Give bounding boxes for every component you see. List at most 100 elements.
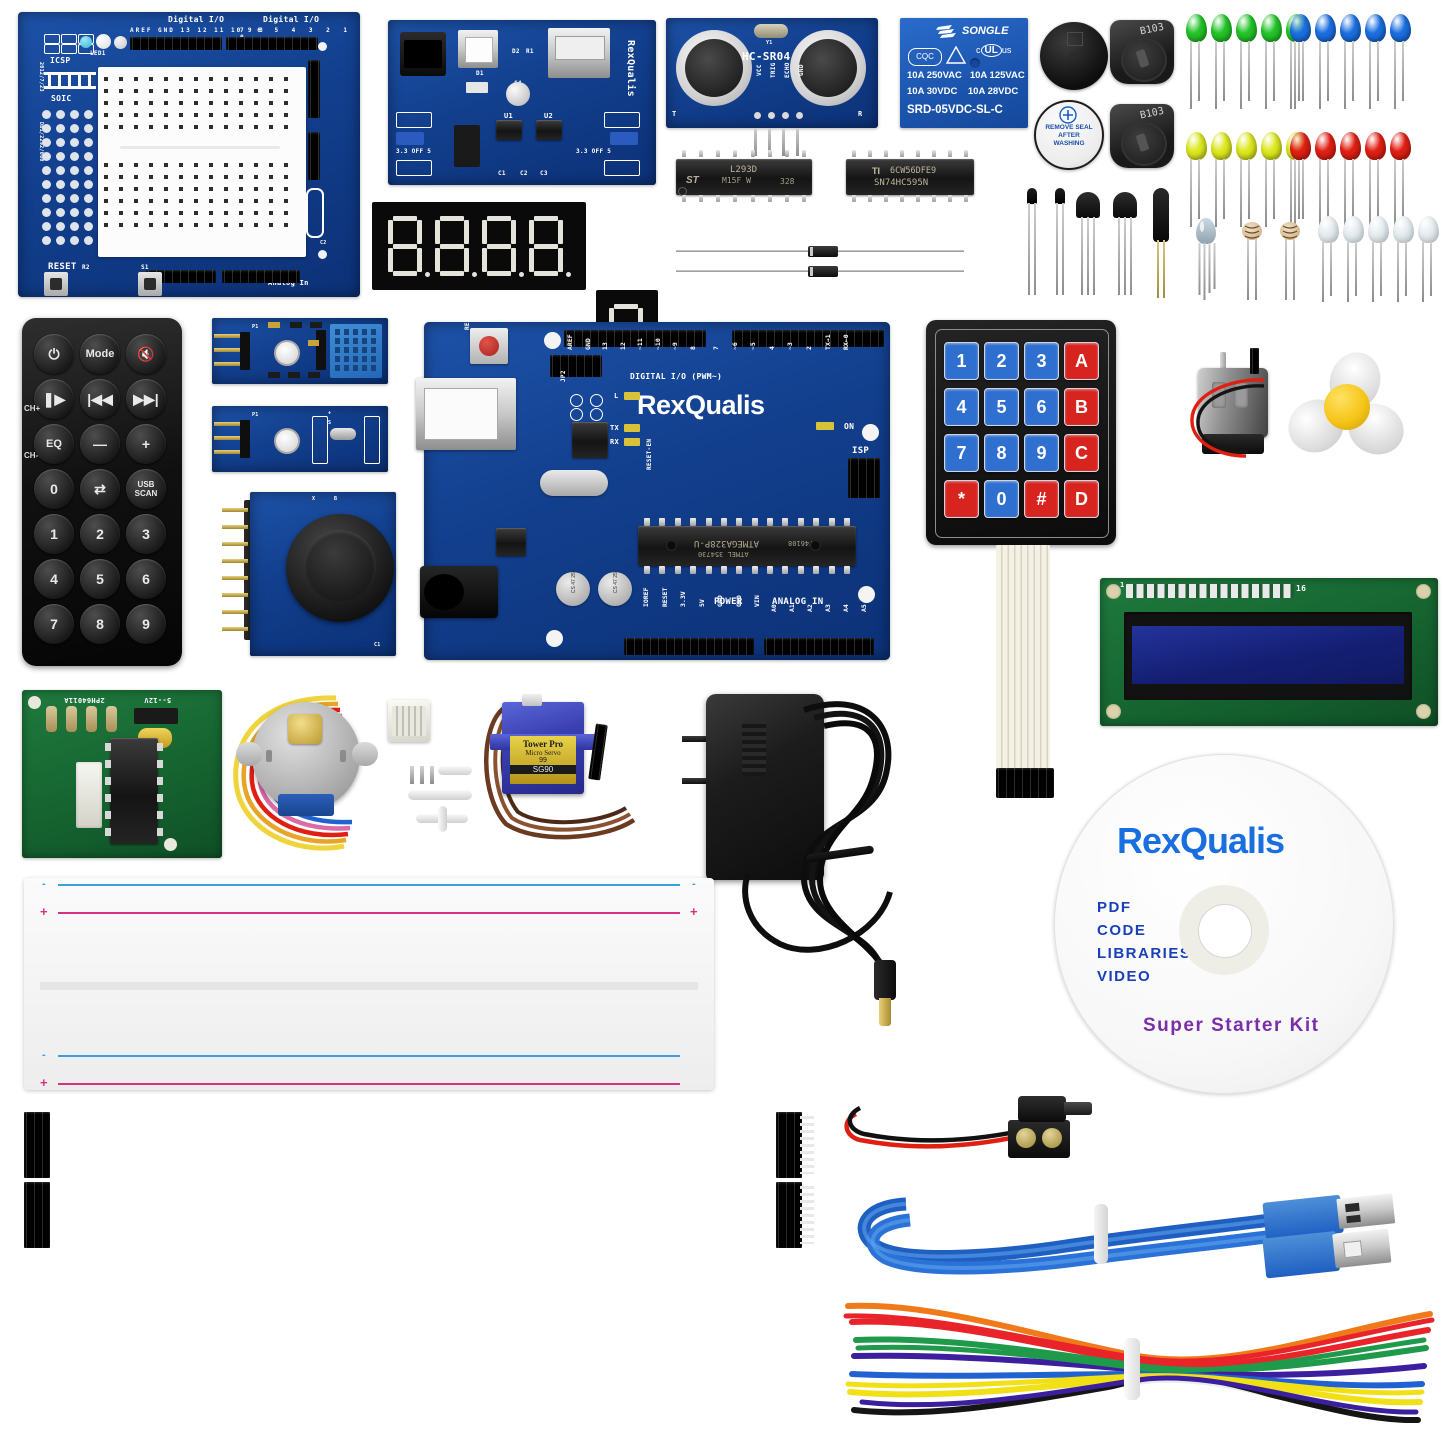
dupont-connector-left-1[interactable] xyxy=(24,1112,50,1178)
dc-motor-dupont-connector[interactable] xyxy=(1250,348,1259,374)
arduino-brand-logo: RexQualis xyxy=(637,390,765,420)
dht11-header-pins[interactable] xyxy=(214,332,250,370)
keypad-key-d[interactable]: D xyxy=(1064,480,1099,518)
dht-grill-hole xyxy=(362,365,367,371)
proto-shield-header-power[interactable] xyxy=(146,270,216,283)
mcu-pin xyxy=(705,566,712,574)
ir-remote-button-1[interactable]: 1 xyxy=(34,514,74,554)
keypad-key-4[interactable]: 4 xyxy=(944,388,979,426)
ir-remote-button-6[interactable]: 6 xyxy=(126,559,166,599)
led-leg xyxy=(1327,159,1329,219)
proto-shield-s1-button[interactable] xyxy=(138,272,162,296)
power-module-usb-a-connector[interactable] xyxy=(548,28,610,78)
ir-remote-button-loop[interactable]: ⇄ xyxy=(80,469,120,509)
power-module-jumper-cap-left[interactable] xyxy=(396,132,424,145)
mini-bb-hole xyxy=(149,199,153,203)
proto-shield-reset-label: RESET xyxy=(48,262,77,272)
ir-remote-button-prev[interactable]: |◀◀ xyxy=(80,379,120,419)
arduino-icsp2-header[interactable] xyxy=(550,355,602,377)
driver-jst-connector[interactable] xyxy=(76,762,102,828)
ir-remote-button-mode[interactable]: Mode xyxy=(80,334,120,374)
proto-shield-header-side-lower[interactable] xyxy=(308,132,320,180)
battery-clip-barrel-plug[interactable] xyxy=(1018,1096,1092,1122)
ir-remote-button-7[interactable]: 7 xyxy=(34,604,74,644)
dht11-header-4pin[interactable] xyxy=(316,330,326,370)
keypad-key-c[interactable]: C xyxy=(1064,434,1099,472)
ir-remote-button-eq[interactable]: EQ xyxy=(34,424,74,464)
arduino-digital-header-left[interactable] xyxy=(564,330,706,347)
keypad-key-9[interactable]: 9 xyxy=(1024,434,1059,472)
ir-remote-button-next[interactable]: ▶▶| xyxy=(126,379,166,419)
proto-shield-header-analog[interactable] xyxy=(222,270,300,283)
dupont-connector-left-2[interactable] xyxy=(24,1182,50,1248)
ir-remote-button-9[interactable]: 9 xyxy=(126,604,166,644)
proto-shield-header-digital-right[interactable] xyxy=(226,37,318,50)
keypad-key-0[interactable]: 0 xyxy=(984,480,1019,518)
ir-remote-button-2[interactable]: 2 xyxy=(80,514,120,554)
relay-brand: SONGLE xyxy=(962,25,1009,37)
keypad-key-8[interactable]: 8 xyxy=(984,434,1019,472)
breadboard-main-grid[interactable] xyxy=(50,922,690,980)
ir-remote-button-8[interactable]: 8 xyxy=(80,604,120,644)
keypad-key-7[interactable]: 7 xyxy=(944,434,979,472)
ir-remote-button-0[interactable]: 0 xyxy=(34,469,74,509)
tilt-header-pins[interactable] xyxy=(214,420,250,458)
l/cd-pin-header[interactable] xyxy=(1126,584,1294,598)
proto-shield-reset-button[interactable] xyxy=(44,272,68,296)
keypad-key-5[interactable]: 5 xyxy=(984,388,1019,426)
mcu-pin xyxy=(736,566,743,574)
power-module-usb-b-connector[interactable] xyxy=(458,30,498,68)
breadboard-rail-bottom[interactable]: - + xyxy=(24,1049,714,1090)
arduino-analog-header[interactable] xyxy=(764,638,874,655)
arduino-isp-header[interactable] xyxy=(848,458,880,498)
stepper-motor-connector[interactable] xyxy=(388,700,430,742)
ir-remote-button-3[interactable]: 3 xyxy=(126,514,166,554)
breadboard-main-grid-lower[interactable] xyxy=(50,992,690,1050)
proto-shield-mini-breadboard[interactable] xyxy=(98,67,306,257)
ir-remote-button-4[interactable]: 4 xyxy=(34,559,74,599)
joystick-module[interactable]: X B C1 xyxy=(250,492,396,656)
dupont-connector-right-2[interactable] xyxy=(776,1182,802,1248)
ir-remote-button-minus[interactable]: — xyxy=(80,424,120,464)
mini-bb-hole xyxy=(269,125,273,129)
servo-horns-and-screws xyxy=(406,762,472,834)
solderless-breadboard[interactable]: - + - + - + xyxy=(24,878,714,1090)
keypad-key-2[interactable]: 2 xyxy=(984,342,1019,380)
keypad-key-3[interactable]: 3 xyxy=(1024,342,1059,380)
keypad-key-6[interactable]: 6 xyxy=(1024,388,1059,426)
proto-pad xyxy=(70,110,79,119)
power-module-jumper-cap-right[interactable] xyxy=(610,132,638,145)
power-module-dc-jack[interactable] xyxy=(400,32,446,76)
arduino-digital-header-right[interactable] xyxy=(732,330,884,347)
keypad-key-1[interactable]: 1 xyxy=(944,342,979,380)
ir-remote-button-play-pause[interactable]: ❚▶ xyxy=(34,379,74,419)
ir-remote-button-power[interactable]: ⏻ xyxy=(34,334,74,374)
keypad-key-a[interactable]: A xyxy=(1064,342,1099,380)
power-module-header-3v3[interactable] xyxy=(454,125,480,167)
led-red xyxy=(1365,132,1387,228)
ir-remote-button-5[interactable]: 5 xyxy=(80,559,120,599)
arduino-dc-barrel-jack[interactable] xyxy=(420,566,498,618)
proto-pad xyxy=(70,236,79,245)
breadboard-rail-bottom-minus-line xyxy=(58,1055,680,1058)
dupont-connector-right-1[interactable] xyxy=(776,1112,802,1178)
joystick-stick[interactable] xyxy=(286,514,394,622)
breadboard-rail-top[interactable]: - + - + xyxy=(24,878,714,919)
arduino-reset-button[interactable] xyxy=(470,328,508,364)
arduino-power-header[interactable] xyxy=(624,638,754,655)
mini-bb-hole xyxy=(269,175,273,179)
keypad-key-b[interactable]: B xyxy=(1064,388,1099,426)
ir-remote-button-mute[interactable]: 🔇 xyxy=(126,334,166,374)
proto-shield-header-digital-left[interactable] xyxy=(130,37,222,50)
keypad-key-star[interactable]: * xyxy=(944,480,979,518)
arduino-usb-b-port[interactable] xyxy=(416,378,516,450)
proto-shield-header-side-upper[interactable] xyxy=(308,60,320,118)
ir-remote-button-plus[interactable]: + xyxy=(126,424,166,464)
arduino-power-pin-5V: 5V xyxy=(697,599,706,607)
keypad-key-hash[interactable]: # xyxy=(1024,480,1059,518)
keypad-ribbon-connector[interactable] xyxy=(996,768,1054,798)
driver-power-header[interactable] xyxy=(134,708,178,724)
